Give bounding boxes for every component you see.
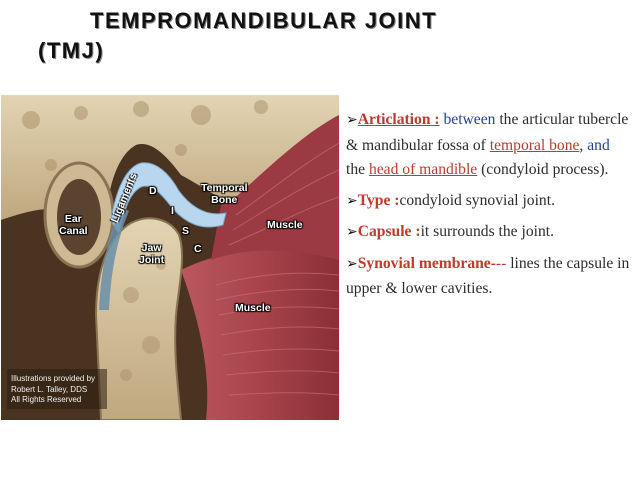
label-temporal-bone: Temporal Bone <box>201 182 248 206</box>
synovial-dashes: -- <box>495 254 507 272</box>
label-ear-canal: Ear Canal <box>59 213 88 237</box>
articulation-text-1: the articular tubercle & mandibular foss… <box>346 111 629 154</box>
type-paragraph: ➢Type :condyloid synovial joint. <box>346 189 631 215</box>
label-s: S <box>182 225 190 237</box>
credit-line-2: Robert L. Talley, DDS <box>11 384 88 394</box>
synovial-paragraph: ➢Synovial membrane--- lines the capsule … <box>346 252 631 302</box>
type-label: Type : <box>357 191 400 209</box>
illustration-credit: Illustrations provided by Robert L. Tall… <box>11 374 95 406</box>
credit-line-1: Illustrations provided by <box>11 374 96 383</box>
mandible-texture <box>120 260 166 381</box>
label-d: D <box>149 185 157 197</box>
articulation-text-2: the <box>346 161 369 178</box>
synovial-label: Synovial membrane- <box>357 254 496 272</box>
articulation-comma: , <box>579 136 584 154</box>
articulation-between: between <box>439 111 496 128</box>
articulation-label: Articlation : <box>357 111 440 128</box>
title-line-2: (TMJ) <box>38 38 105 63</box>
label-c: C <box>194 243 202 255</box>
capsule-label: Capsule : <box>357 223 421 240</box>
credit-box <box>7 369 107 409</box>
slide-title: TEMPROMANDIBULAR JOINT (TMJ) <box>38 6 598 66</box>
muscle-fibers <box>215 142 339 396</box>
capsule-paragraph: ➢Capsule :it surrounds the joint. <box>346 220 631 246</box>
head-of-mandible-link[interactable]: head of mandible <box>368 161 478 178</box>
credit-line-3: All Rights Reserved <box>11 395 82 404</box>
articulation-and: and <box>583 136 610 154</box>
content-text: ➢Articlation : between the articular tub… <box>346 108 631 308</box>
title-line-1: TEMPROMANDIBULAR JOINT <box>90 8 438 33</box>
bullet-arrow-icon: ➢ <box>346 113 358 128</box>
articular-disc-shape <box>110 162 227 237</box>
articulation-text-3: (condyloid process). <box>477 161 609 178</box>
label-i: I <box>171 205 174 217</box>
synovial-text: lines the capsule in upper & lower cavit… <box>346 254 630 298</box>
type-text: condyloid synovial joint. <box>399 191 555 209</box>
bone-texture <box>22 100 268 171</box>
label-muscle-upper: Muscle <box>267 219 303 231</box>
label-muscle-lower: Muscle <box>235 302 271 314</box>
lower-muscle-shape <box>181 248 339 420</box>
bullet-arrow-icon: ➢ <box>346 193 358 209</box>
bullet-arrow-icon: ➢ <box>346 256 358 272</box>
capsule-text: it surrounds the joint. <box>420 223 554 240</box>
ligament-shape <box>99 207 129 310</box>
temporal-bone-link[interactable]: temporal bone <box>489 136 580 154</box>
tmj-anatomy-drawing <box>1 95 339 420</box>
tmj-illustration: D I S C Temporal Bone Ear Canal Jaw Join… <box>1 95 339 420</box>
label-jaw-joint: Jaw Joint <box>139 242 165 266</box>
bullet-arrow-icon: ➢ <box>346 225 358 240</box>
articulation-paragraph: ➢Articlation : between the articular tub… <box>346 108 631 183</box>
